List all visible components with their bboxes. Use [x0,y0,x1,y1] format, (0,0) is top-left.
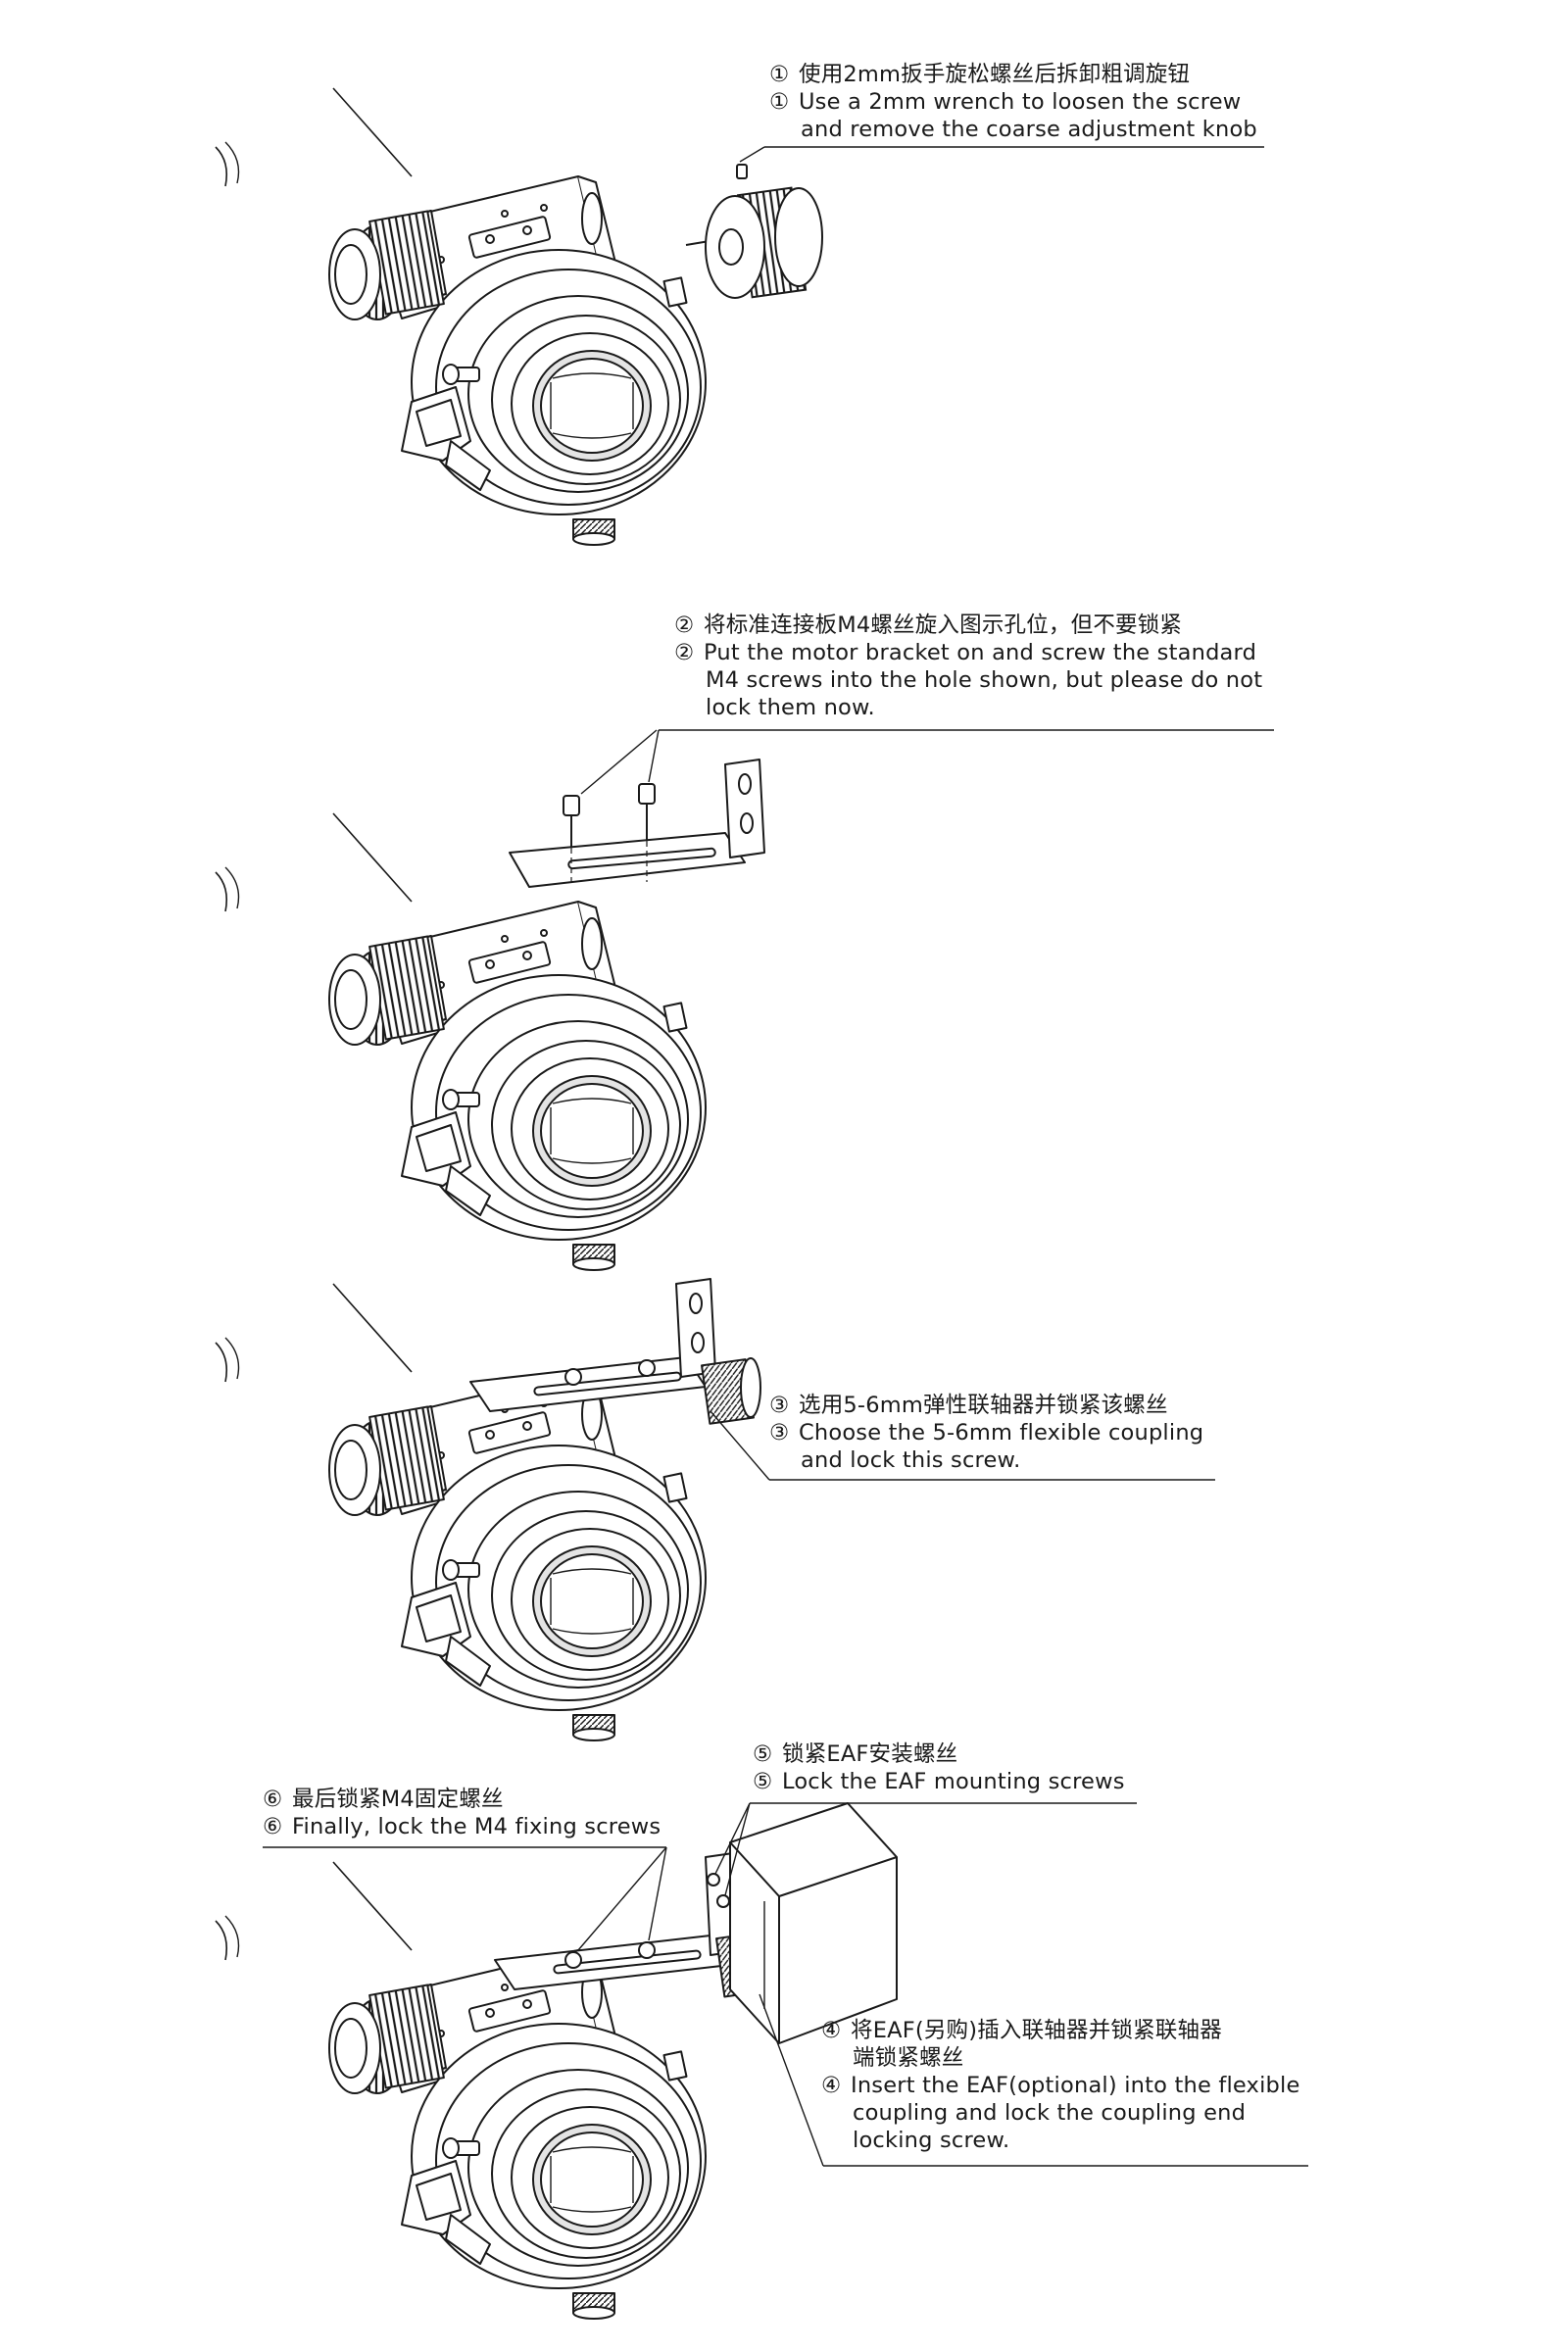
step-3-zh: 选用5-6mm弹性联轴器并锁紧该螺丝 [799,1393,1168,1418]
step-2-en-line: Put the motor bracket on and screw the s… [704,640,1257,665]
step-5-zh: 锁紧EAF安装螺丝 [782,1741,958,1767]
step-2-en-line: lock them now. [706,695,875,720]
step-4-number: ④ [821,2018,842,2043]
step-2-number: ② [674,612,695,638]
step-3-en-line: Choose the 5-6mm flexible coupling [799,1420,1204,1446]
step-6-en-line: Finally, lock the M4 fixing screws [292,1814,662,1839]
step-1-number: ① [769,62,790,87]
step-6-number: ⑥ [263,1787,283,1812]
step-5-en-line: Lock the EAF mounting screws [782,1769,1125,1794]
step-1-en-line: Use a 2mm wrench to loosen the screw [799,89,1242,115]
step-4-en-line: locking screw. [853,2128,1010,2153]
step-2-en-line: M4 screws into the hole shown, but pleas… [706,667,1263,693]
step-3-en-line: and lock this screw. [801,1447,1021,1473]
step-2-zh: 将标准连接板M4螺丝旋入图示孔位，但不要锁紧 [704,612,1183,638]
step-1-en-line: and remove the coarse adjustment knob [801,117,1257,142]
step-4-zh: 将EAF(另购)插入联轴器并锁紧联轴器 [851,2018,1222,2043]
step-5-number: ⑤ [753,1741,773,1767]
step-6-zh: 最后锁紧M4固定螺丝 [292,1787,504,1812]
step-4-en-line: coupling and lock the coupling end [853,2100,1247,2126]
step-4-en-line: Insert the EAF(optional) into the flexib… [851,2073,1300,2098]
step-1-zh: 使用2mm扳手旋松螺丝后拆卸粗调旋钮 [799,62,1191,87]
step-3-number: ③ [769,1393,790,1418]
step-4-zh: 端锁紧螺丝 [853,2045,964,2071]
